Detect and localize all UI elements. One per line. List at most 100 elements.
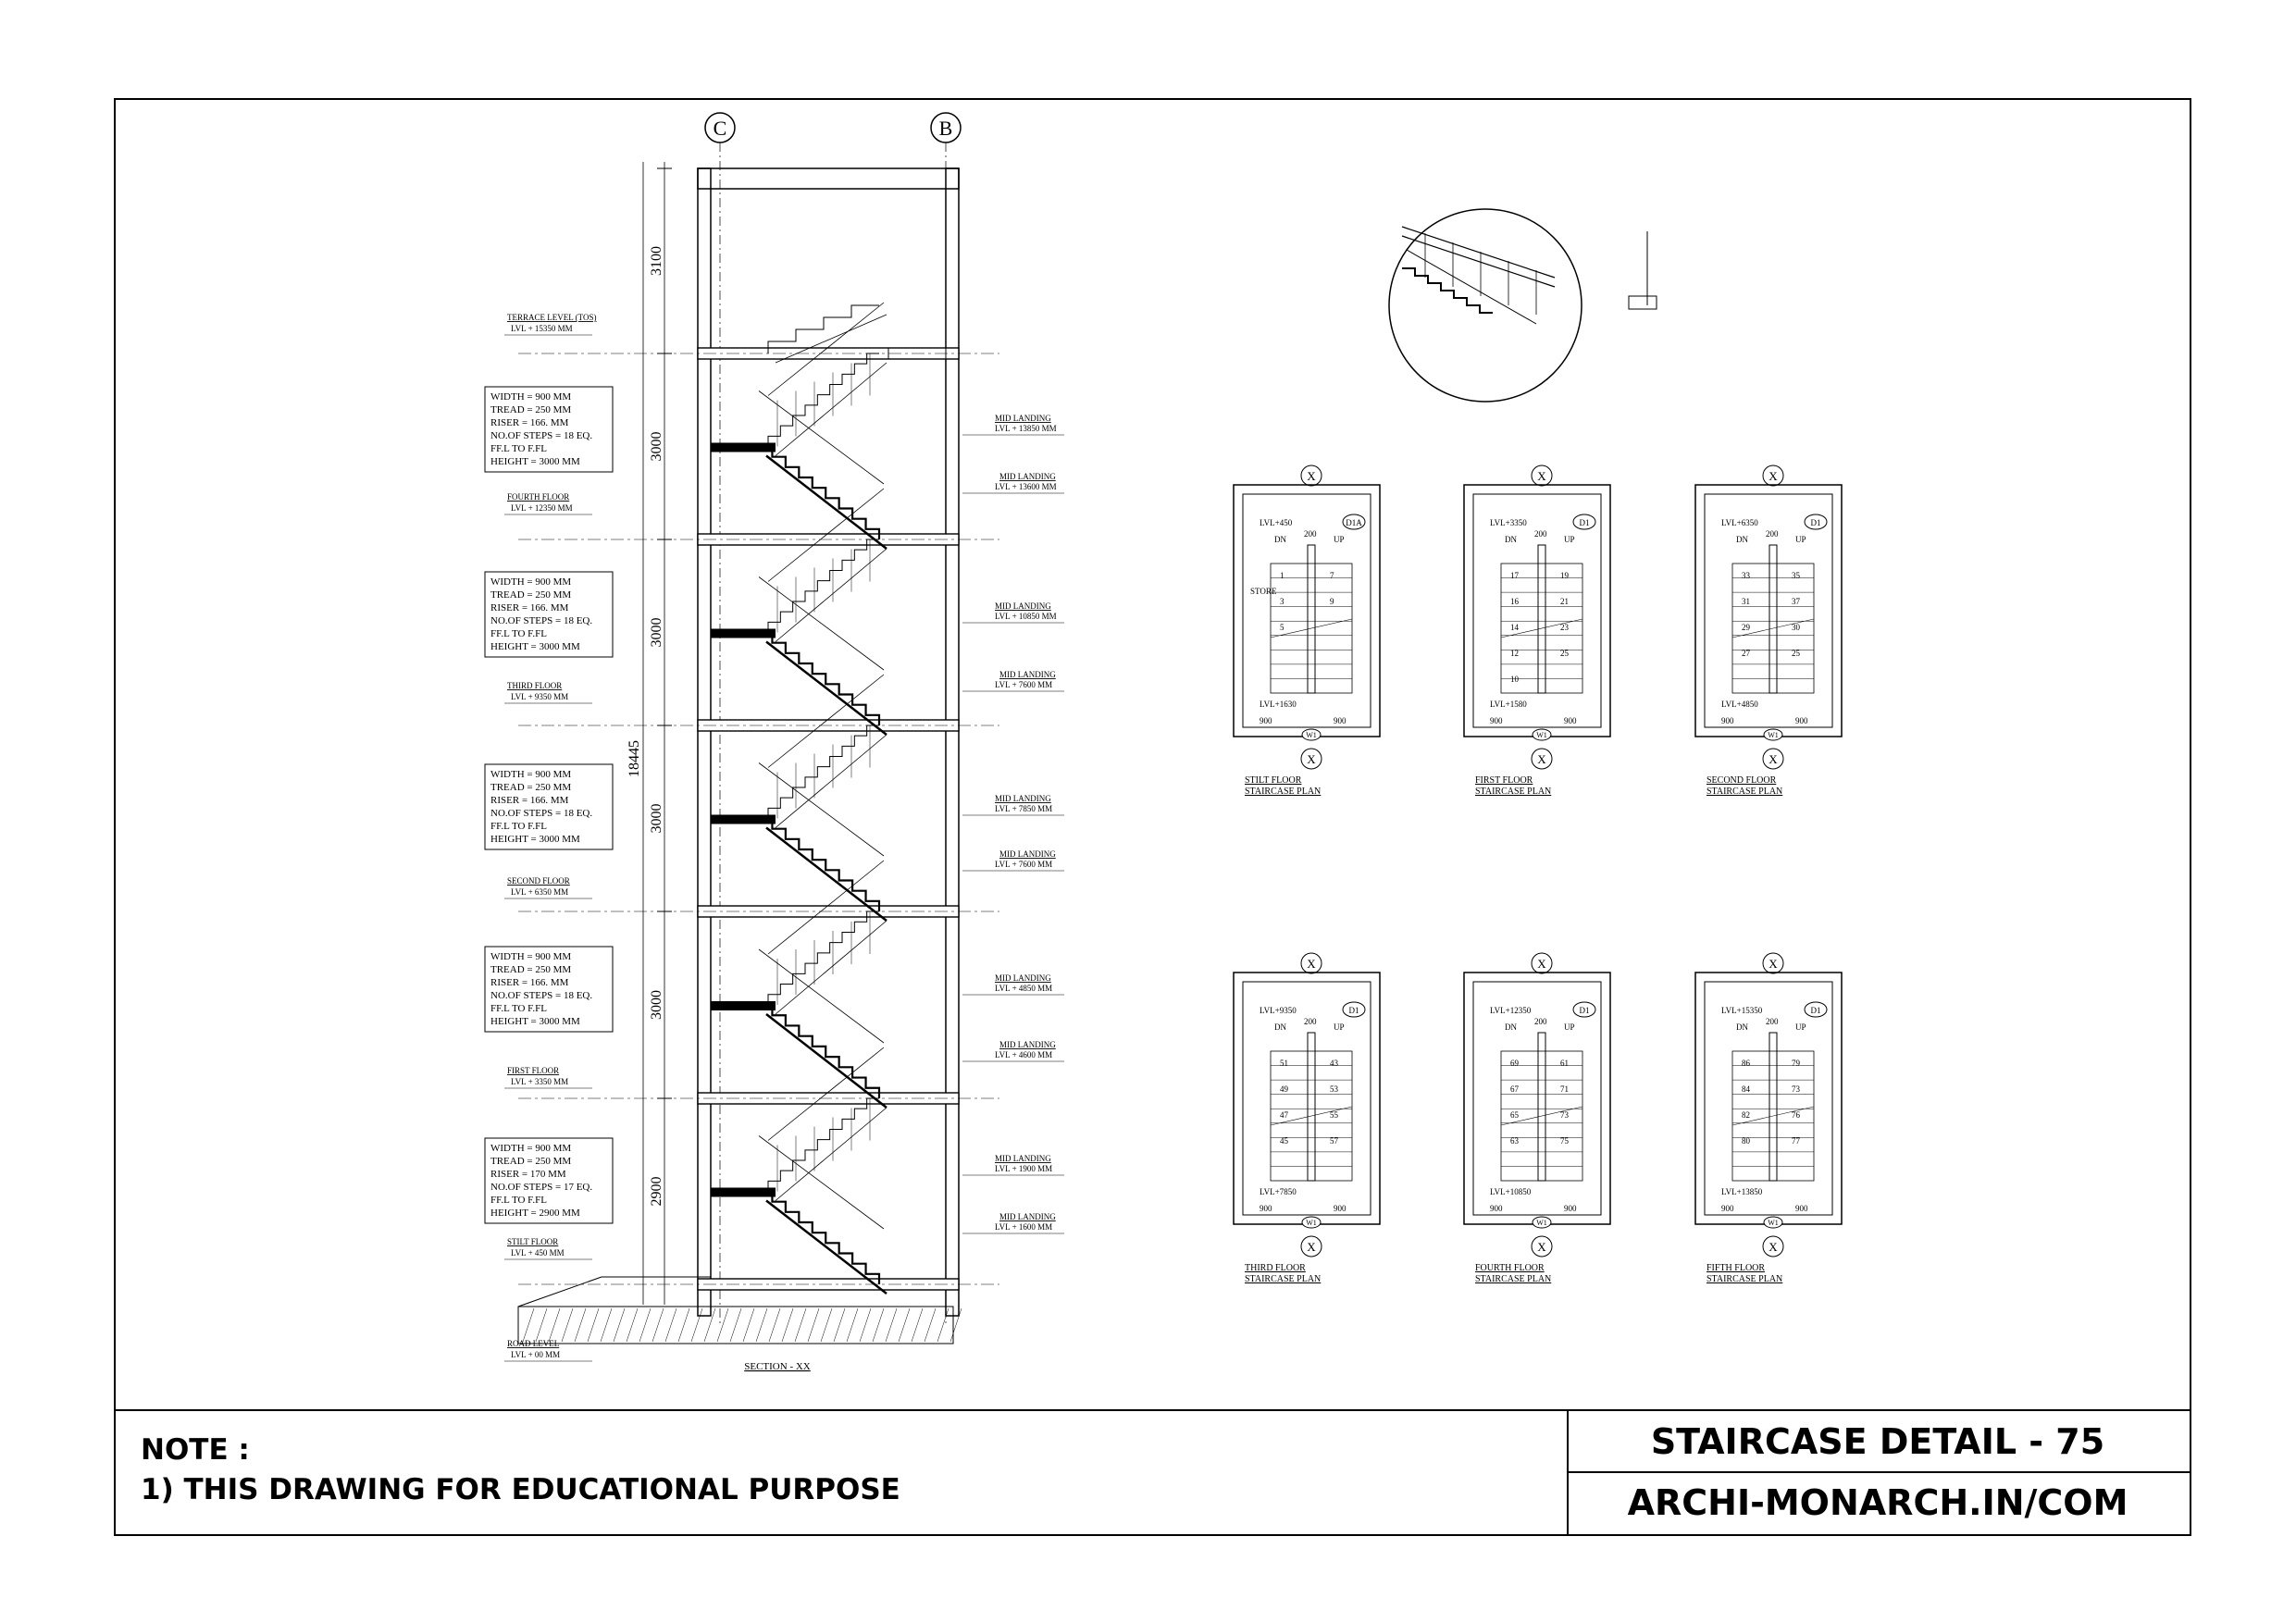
- plan-door-label: D1: [1580, 518, 1590, 527]
- spec-line: WIDTH = 900 MM: [490, 391, 571, 403]
- spec-line: NO.OF STEPS = 18 EQ.: [490, 615, 592, 626]
- spec-box-frame: [484, 386, 614, 473]
- plan-central-wall: [1307, 1032, 1316, 1182]
- handrail: [767, 860, 885, 955]
- mid-landing-slab: [711, 814, 776, 824]
- hatch: [587, 1307, 600, 1343]
- waist-slab: [765, 1013, 887, 1109]
- plan-break-line: [1270, 1106, 1353, 1126]
- handrail-detail: [1388, 208, 1657, 403]
- plan-step-number: 45: [1280, 1136, 1289, 1146]
- plan-subtitle: STAIRCASE PLAN: [1706, 787, 1782, 797]
- hatch: [677, 1307, 690, 1343]
- plan-inner-wall: [1704, 493, 1833, 728]
- grid-label: C: [714, 117, 727, 140]
- spec-line: TREAD = 250 MM: [490, 1156, 571, 1167]
- plan-step-number: 65: [1510, 1110, 1520, 1120]
- mid-landing-name: MID LANDING: [995, 414, 1051, 423]
- plan-step-number: 67: [1510, 1084, 1520, 1094]
- plan-grid-label: X: [1307, 752, 1316, 766]
- left-wall: [697, 167, 712, 1317]
- handrail: [758, 1135, 885, 1230]
- plan-break-line: [1731, 1106, 1815, 1126]
- floor-height: 3000: [649, 990, 664, 1020]
- hatch: [885, 1307, 898, 1343]
- spec-line: WIDTH = 900 MM: [490, 951, 571, 962]
- level-value: LVL + 00 MM: [511, 1350, 560, 1359]
- ground-hatch: [517, 1306, 954, 1344]
- plan-step-number: 61: [1560, 1059, 1569, 1068]
- plan-window-label: W1: [1768, 731, 1779, 739]
- plan-grid-bubble: [1762, 952, 1784, 974]
- plan-grid-bubble: [1531, 1235, 1553, 1258]
- plan-width-dim: 900: [1334, 1204, 1347, 1213]
- level-value: LVL + 12350 MM: [511, 503, 573, 513]
- plan-grid-label: X: [1537, 957, 1546, 971]
- plan-door-label: D1: [1811, 1006, 1821, 1015]
- plan-door-tag: [1572, 514, 1596, 530]
- plan-door-tag: [1804, 514, 1828, 530]
- plan-window-tag: [1532, 1216, 1552, 1229]
- hatch: [807, 1307, 820, 1343]
- hatch: [859, 1307, 872, 1343]
- plan-step-number: 73: [1792, 1084, 1801, 1094]
- plan-window-tag: [1763, 728, 1783, 741]
- plan-window-label: W1: [1768, 1219, 1779, 1227]
- hatch: [833, 1307, 846, 1343]
- waist-slab: [775, 548, 887, 642]
- detail-base: [1628, 295, 1657, 310]
- plan-dn-label: DN: [1505, 1022, 1517, 1032]
- hatch: [846, 1307, 859, 1343]
- plan-step-number: 7: [1330, 571, 1334, 580]
- plan-level-bottom: LVL+4850: [1721, 700, 1758, 709]
- plan-central-wall: [1537, 544, 1546, 694]
- plan-inner-wall: [1242, 981, 1371, 1216]
- plan-gap-dim: 200: [1534, 529, 1547, 539]
- note-line: 1) THIS DRAWING FOR EDUCATIONAL PURPOSE: [141, 1473, 900, 1506]
- plan-room-label: STORE: [1250, 587, 1277, 596]
- plan-title: FIRST FLOOR: [1475, 775, 1533, 786]
- plan-grid-bubble: [1300, 465, 1322, 487]
- plan-step-number: 1: [1280, 571, 1285, 580]
- plan-grid-label: X: [1537, 752, 1546, 766]
- plan-gap-dim: 200: [1534, 1017, 1547, 1026]
- hatch: [535, 1307, 548, 1343]
- plan-step-number: 9: [1330, 597, 1334, 606]
- detail-slab: [1406, 249, 1537, 325]
- hatch: [937, 1307, 949, 1343]
- plan-level-top: LVL+12350: [1490, 1006, 1532, 1015]
- detail-rail: [1401, 226, 1556, 279]
- mid-landing-slab: [711, 442, 776, 452]
- mid-landing-name: MID LANDING: [999, 1040, 1056, 1049]
- plan-grid-bubble: [1531, 952, 1553, 974]
- plan-step-number: 63: [1510, 1136, 1520, 1146]
- plan-grid-label: X: [1537, 469, 1546, 483]
- waist-slab: [775, 314, 887, 364]
- spec-line: FF.L TO F.FL: [490, 821, 547, 832]
- hatch: [716, 1307, 729, 1343]
- plan-step-number: 53: [1330, 1084, 1339, 1094]
- handrail: [767, 302, 885, 396]
- mid-landing-value: LVL + 10850 MM: [995, 612, 1057, 621]
- plan-gap-dim: 200: [1766, 1017, 1779, 1026]
- plan-grid-bubble: [1762, 1235, 1784, 1258]
- plan-step-number: 10: [1510, 675, 1520, 684]
- plan-grid-bubble: [1300, 748, 1322, 770]
- grid-label: B: [939, 117, 953, 140]
- level-name: THIRD FLOOR: [507, 681, 562, 690]
- plan-grid-bubble: [1300, 952, 1322, 974]
- plan-window-tag: [1532, 728, 1552, 741]
- plan-dn-label: DN: [1736, 535, 1748, 544]
- plan-step-number: 12: [1510, 649, 1519, 658]
- hatch: [781, 1307, 794, 1343]
- mid-landing-slab: [711, 1187, 776, 1197]
- hatch: [703, 1307, 716, 1343]
- waist-slab: [765, 826, 887, 922]
